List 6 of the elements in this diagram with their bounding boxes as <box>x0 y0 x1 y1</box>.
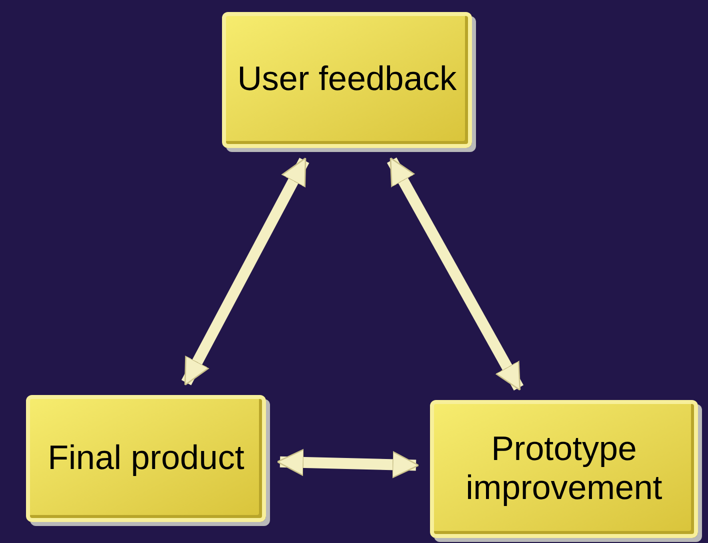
box-label: Prototype improvement <box>464 430 664 508</box>
double-arrow <box>181 157 310 386</box>
box-label: Final product <box>48 438 244 478</box>
double-arrow <box>386 157 524 391</box>
double-arrow <box>276 448 420 478</box>
box-label: User feedback <box>237 60 457 100</box>
